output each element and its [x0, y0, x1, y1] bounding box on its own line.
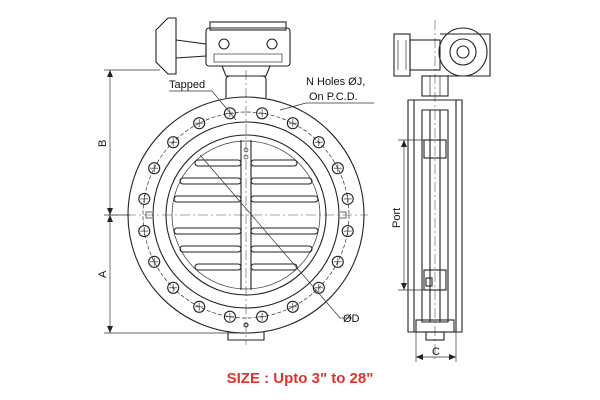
- bolt-hole: [256, 107, 269, 120]
- bolt-hole: [148, 255, 161, 268]
- bolt-hole: [331, 255, 344, 268]
- bolt-hole: [148, 162, 161, 175]
- bolt-hole: [286, 300, 299, 313]
- bolt-hole: [223, 107, 236, 120]
- bolt-hole: [256, 310, 269, 323]
- bolt-hole: [341, 225, 354, 238]
- body-side: [407, 99, 463, 333]
- dim-b-label: B: [97, 140, 109, 147]
- bolt-holes: [138, 107, 354, 323]
- dim-port-label: Port: [391, 208, 403, 228]
- side-view: Port C: [391, 20, 491, 362]
- diameter-leader: [199, 154, 341, 319]
- tapped-label: Tapped: [169, 79, 205, 91]
- stem-mark-top: [243, 147, 249, 153]
- bolt-hole: [167, 281, 180, 294]
- bolt-hole: [312, 136, 325, 149]
- dim-c-label: C: [432, 346, 440, 358]
- dim-d-label: ØD: [343, 313, 360, 325]
- bolt-hole: [167, 136, 180, 149]
- pcd-circle: [142, 111, 350, 319]
- tapped-callout: Tapped: [169, 79, 237, 121]
- disc-ribs: [173, 140, 319, 290]
- gearbox-bolt-right: [266, 38, 278, 50]
- size-caption: SIZE : Upto 3" to 28": [226, 370, 374, 387]
- disc-circle: [171, 140, 321, 290]
- bolt-hole: [138, 225, 151, 238]
- left-lug: [145, 211, 152, 219]
- actuator: [155, 17, 291, 77]
- right-lug: [340, 211, 347, 219]
- handwheel-flat: [155, 17, 177, 75]
- n-holes-label-line2: On P.C.D.: [309, 91, 358, 103]
- bottom-plug: [243, 322, 249, 328]
- bore-circle: [165, 134, 327, 296]
- gearbox-adapter: [221, 65, 271, 77]
- bolt-hole: [193, 300, 206, 313]
- bottom-neck: [227, 332, 265, 341]
- n-holes-callout: N Holes ØJ, On P.C.D.: [279, 76, 374, 111]
- bolt-hole: [223, 310, 236, 323]
- bolt-hole: [193, 117, 206, 130]
- gearbox-body: [205, 27, 291, 67]
- front-view: ØD: [108, 70, 368, 345]
- body-circle: [152, 121, 340, 309]
- gearbox-bolt-left: [218, 38, 230, 50]
- gearbox-cover: [209, 21, 287, 31]
- bolt-hole: [138, 192, 151, 205]
- vertical-dimensions: B A: [97, 69, 240, 334]
- n-holes-label-line1: N Holes ØJ,: [306, 76, 365, 88]
- handwheel-shaft: [175, 39, 207, 59]
- actuator-flange-side: [393, 33, 411, 77]
- bolt-hole: [286, 117, 299, 130]
- dim-a-label: A: [97, 270, 109, 278]
- bolt-hole: [331, 162, 344, 175]
- bolt-hole: [341, 192, 354, 205]
- gearbox-side-circle: [438, 27, 488, 77]
- stem-mark-bottom: [243, 154, 249, 160]
